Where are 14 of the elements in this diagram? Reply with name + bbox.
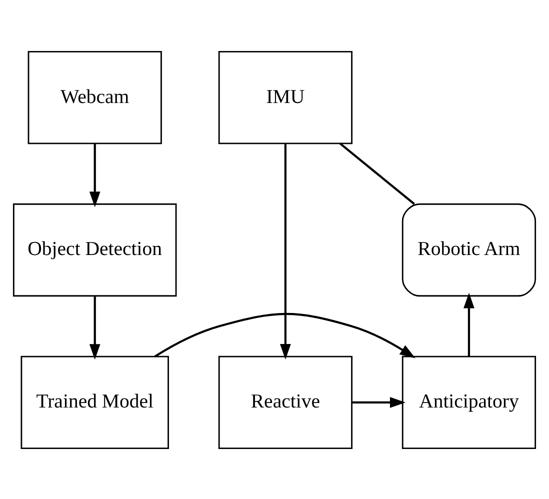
arrow xyxy=(89,142,100,207)
node-box: Reactive xyxy=(218,355,352,449)
node-box: IMU xyxy=(218,50,352,144)
node-box: Webcam xyxy=(28,50,162,144)
arrow xyxy=(280,143,291,359)
arrow xyxy=(89,295,100,360)
arrow xyxy=(352,396,406,408)
node-box: Anticipatory xyxy=(402,355,536,449)
node-box: Trained Model xyxy=(20,355,169,449)
connector xyxy=(339,142,415,204)
node-box: Robotic Arm xyxy=(402,202,536,296)
arrow xyxy=(464,292,474,356)
node-box: Object Detection xyxy=(12,202,177,296)
arrow xyxy=(154,312,416,358)
